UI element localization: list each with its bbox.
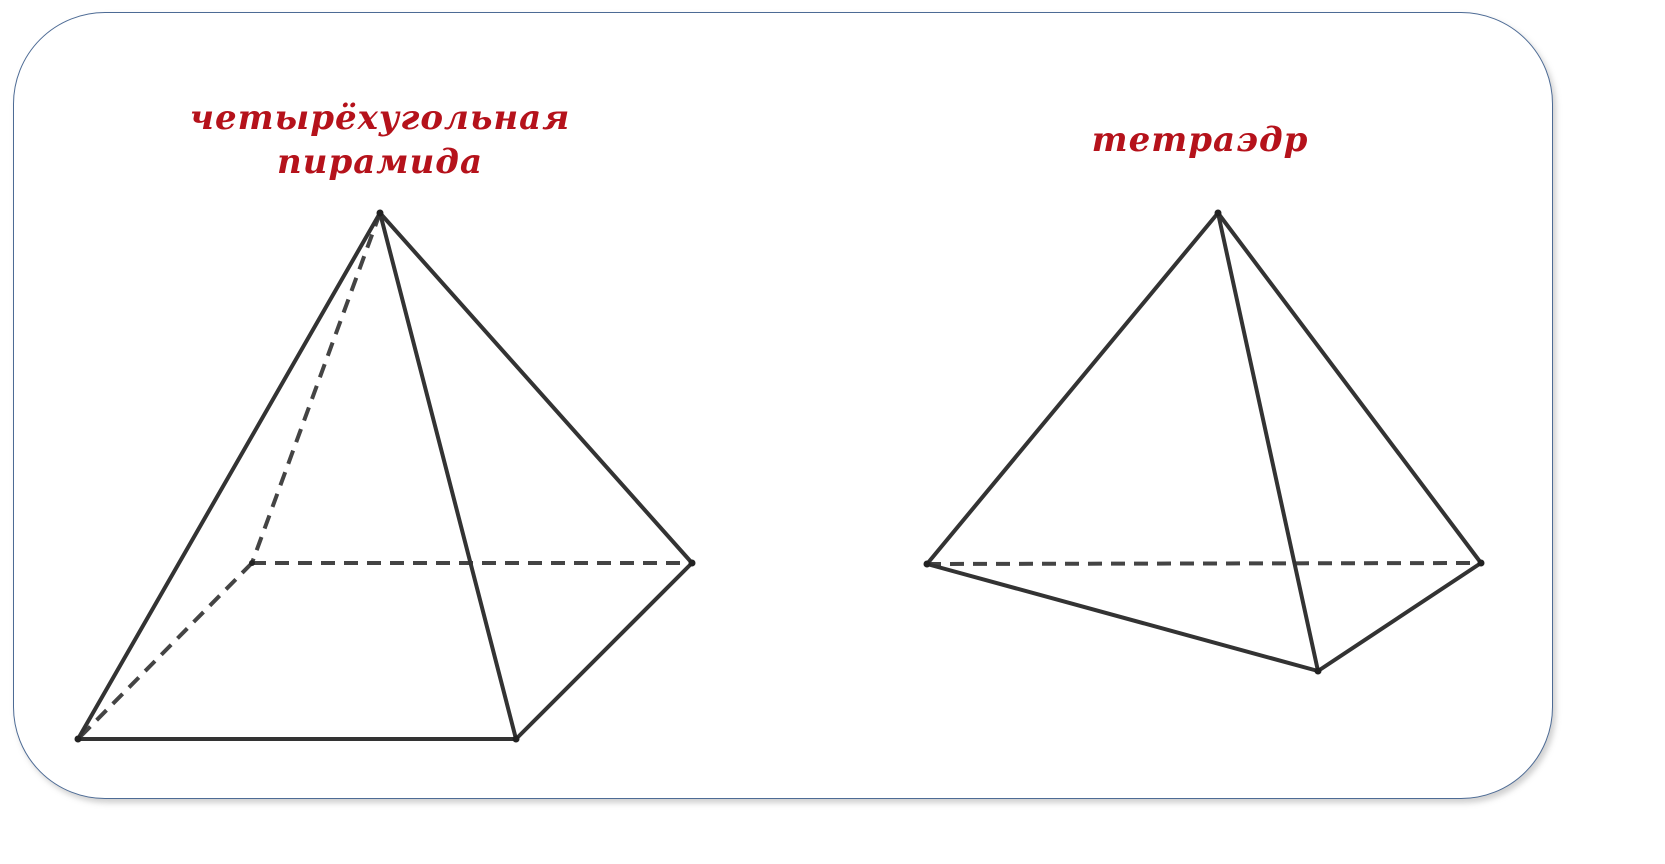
tetra-edge-left-front [925,562,1320,673]
tetrahedron [923,209,1485,675]
tetrahedron-label: тетраэдр [1091,120,1309,160]
pyramid-hidden-edge-back-front [76,561,254,741]
tetra-vertex-right [1477,559,1485,567]
tetra-edge-apex-left [925,211,1220,566]
pyramid-vertex-back [249,560,255,566]
pyramid-edge-right-base [514,561,694,741]
tetra-edge-apex-right [1216,211,1483,565]
pyramid-edge-apex-front-left [76,211,382,741]
pyramid-edge-apex-front-right [378,211,518,741]
pyramid-vertex-right [688,559,696,567]
tetra-edge-apex-front [1216,211,1320,673]
pyramid-edge-apex-right [378,211,694,565]
tetra-edge-front-right [1316,561,1483,673]
pyramid-label: четырёхугольная пирамида [180,96,580,184]
pyramid-hidden-edge-apex-back [250,212,382,564]
pyramid-label-line1: четырёхугольная [189,98,571,138]
pyramid-vertex-front-left [74,735,82,743]
quadrilateral-pyramid [74,209,696,743]
tetra-vertex-apex [1214,209,1222,217]
pyramid-vertex-front-right [512,735,520,743]
tetra-vertex-left [923,560,931,568]
tetra-hidden-edge-left-right [926,561,1482,566]
pyramid-label-line2: пирамида [277,142,483,182]
pyramid-vertex-apex [376,209,384,217]
tetra-vertex-front [1314,667,1322,675]
